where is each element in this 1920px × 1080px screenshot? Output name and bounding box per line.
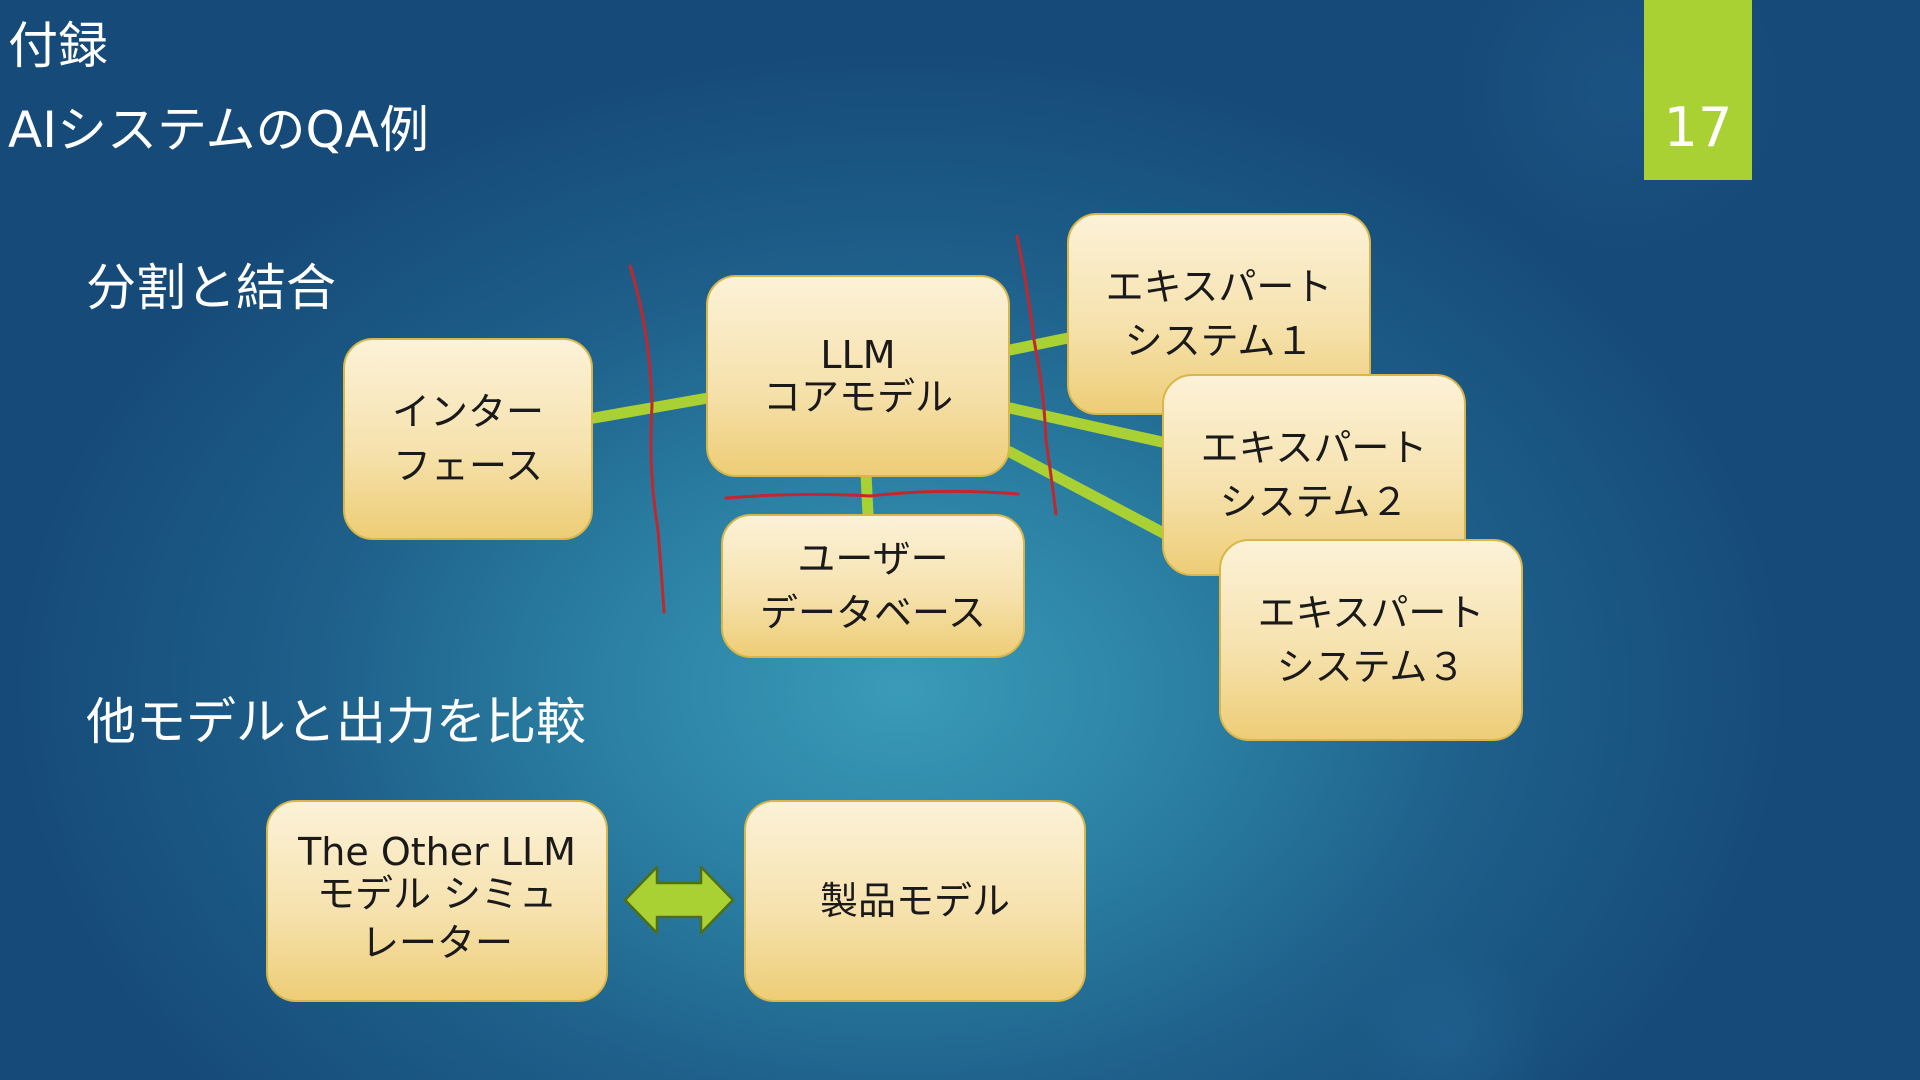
node-label: インター (391, 390, 544, 434)
node-interface: インター フェース (343, 338, 593, 540)
node-label: システム２ (1219, 480, 1409, 524)
node-label: レーター (360, 921, 513, 965)
section-heading-split-combine: 分割と結合 (86, 259, 336, 317)
connector-llm-expert1 (1004, 332, 1074, 356)
node-label: モデル シミュ (316, 872, 558, 916)
node-label: コアモデル (762, 375, 953, 419)
node-user-database: ユーザー データベース (721, 514, 1025, 658)
section-heading-compare: 他モデルと出力を比較 (86, 693, 586, 751)
node-label: フェース (392, 444, 544, 488)
slide-title: AIシステムのQA例 (8, 101, 430, 159)
node-label: エキスパート (1105, 265, 1333, 309)
page-number: 17 (1644, 0, 1752, 180)
cut-line-experts (1015, 234, 1058, 516)
node-llm-core: LLM コアモデル (706, 275, 1010, 477)
node-product-model: 製品モデル (744, 800, 1086, 1002)
node-label: システム１ (1124, 319, 1314, 363)
node-label: ユーザー (797, 537, 949, 581)
node-label: 製品モデル (819, 879, 1010, 923)
node-label: データベース (759, 591, 987, 635)
slide-category: 付録 (8, 17, 108, 75)
connector-llm-userdb (860, 468, 874, 520)
node-label: エキスパート (1257, 591, 1485, 635)
node-other-llm-simulator: The Other LLM モデル シミュ レーター (266, 800, 608, 1002)
node-label: エキスパート (1200, 426, 1428, 470)
node-label: The Other LLM (298, 830, 576, 874)
connector-interface-llm (588, 392, 714, 424)
node-label: システム３ (1276, 645, 1466, 689)
node-label: LLM (820, 333, 896, 377)
cut-line-interface (628, 264, 666, 614)
double-headed-arrow-icon (623, 865, 735, 935)
node-expert-system-3: エキスパート システム３ (1219, 539, 1523, 741)
cut-line-user-db (724, 489, 1020, 500)
